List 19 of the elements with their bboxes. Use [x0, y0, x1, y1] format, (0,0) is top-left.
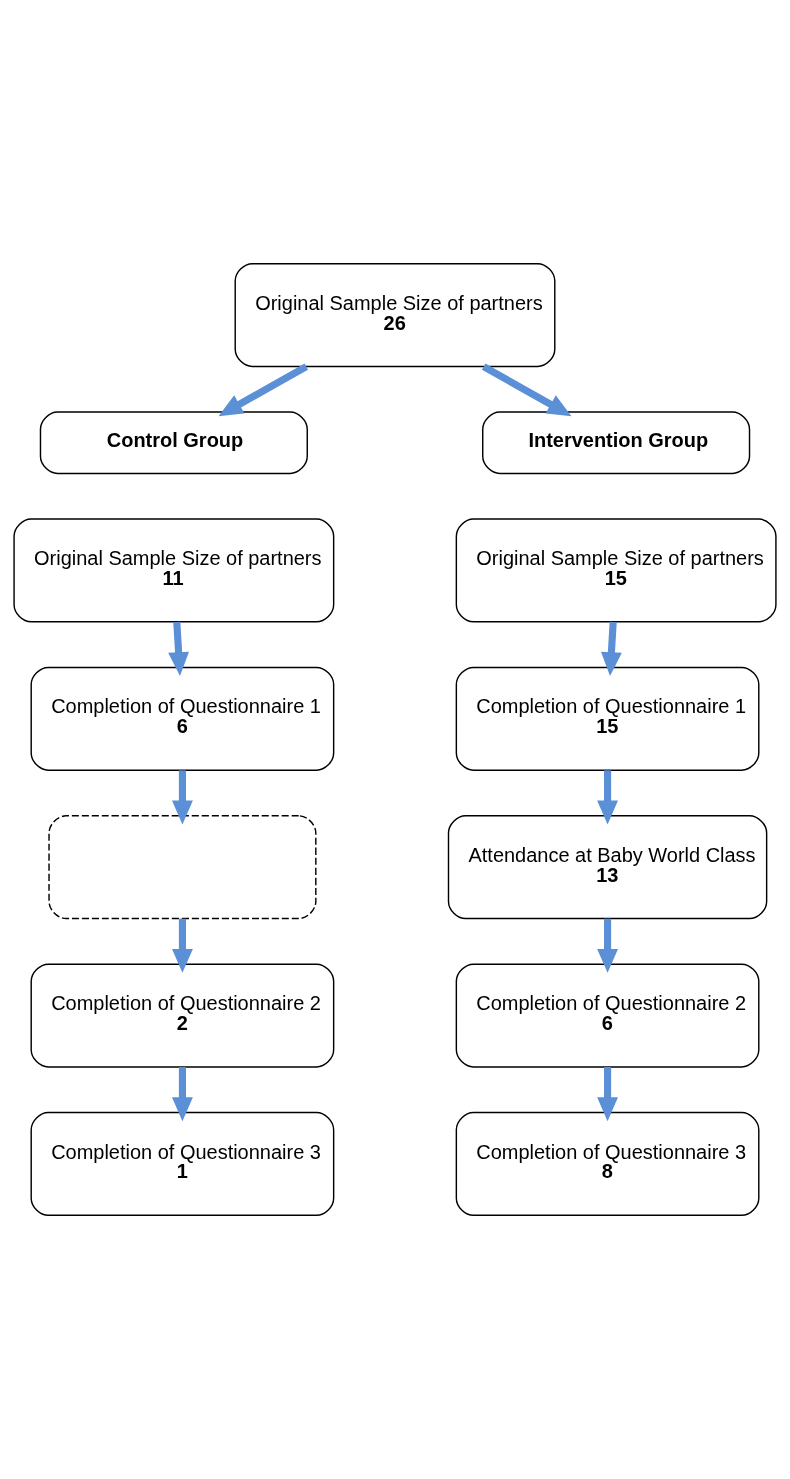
node-box: Completion of Questionnaire 3 8: [455, 1111, 760, 1216]
node-box: Original Sample Size of partners 15: [455, 518, 777, 623]
node-box: Attendance at Baby World Class 13: [447, 815, 768, 920]
node-box: Completion of Questionnaire 2 2: [30, 963, 335, 1068]
arrow: [171, 918, 193, 973]
arrow: [600, 621, 622, 677]
arrow: [218, 363, 309, 417]
node-box: Original Sample Size of partners 11: [13, 518, 335, 623]
node-box: Completion of Questionnaire 1 15: [455, 666, 760, 771]
arrow: [597, 918, 619, 973]
node-box: Original Sample Size of partners 26: [234, 263, 556, 368]
node-box: [48, 815, 317, 920]
node-box: Intervention Group: [482, 411, 751, 475]
node-box: Completion of Questionnaire 2 6: [455, 963, 760, 1068]
node-box: Control Group: [39, 411, 308, 475]
node-box: Completion of Questionnaire 1 6: [30, 666, 335, 771]
arrow: [168, 621, 190, 677]
arrow: [481, 363, 572, 417]
node-box: Completion of Questionnaire 3 1: [30, 1111, 335, 1216]
